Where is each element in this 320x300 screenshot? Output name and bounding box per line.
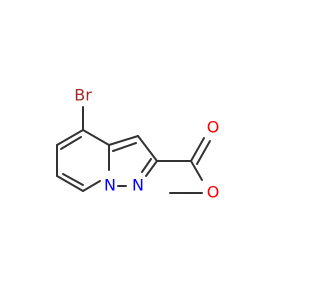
bond-c2-n2: [145, 160, 158, 177]
nitrogen-1-label: N: [104, 176, 116, 195]
bond-c6-c7-double: [62, 173, 84, 186]
bond-ccarb-o-double-a: [190, 137, 205, 162]
bond-ccarb-oester: [190, 160, 203, 181]
bonds: [56, 106, 211, 194]
bond-c7-n1: [82, 180, 101, 192]
bond-c4-c5-double: [60, 136, 82, 150]
nitrogen-2-label: N: [132, 176, 144, 195]
bond-ccarb-o-double-b: [196, 140, 211, 165]
bond-c3a-c3-double: [112, 142, 137, 152]
bond-c3-c2: [137, 135, 158, 162]
bond-c4-c5: [56, 129, 84, 146]
bond-c3a-c3: [108, 135, 139, 146]
oxygen-carbonyl-label: O: [207, 118, 220, 137]
oxygen-ester-label: O: [207, 183, 220, 202]
bromine-label: Br: [74, 86, 92, 105]
bond-c3a-c4: [82, 129, 110, 146]
bond-c6-c7: [56, 175, 84, 192]
bond-c2-n2-double: [141, 158, 152, 173]
structure-svg: Br N N O O: [56, 86, 220, 202]
molecule-diagram: Br N N O O: [56, 86, 220, 202]
